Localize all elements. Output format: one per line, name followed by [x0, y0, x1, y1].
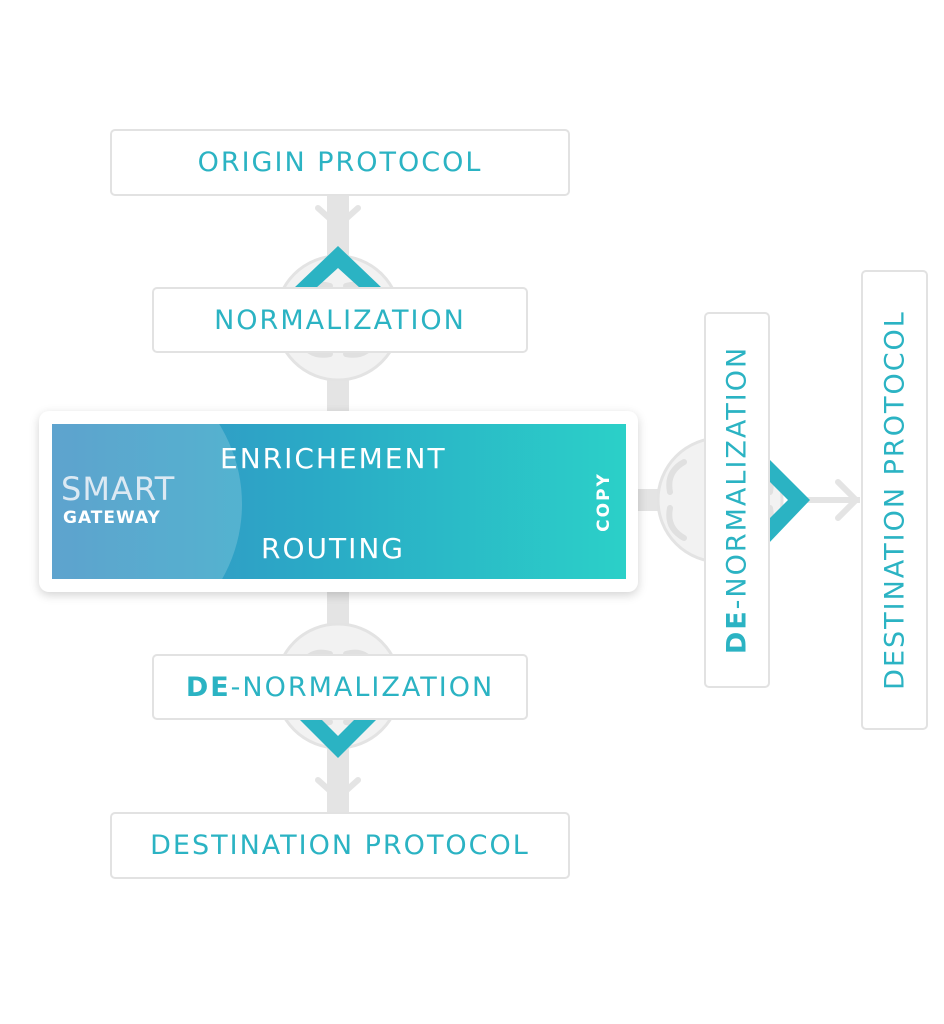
up-chevron-icon	[294, 246, 382, 288]
side-denormalization-rest: -NORMALIZATION	[721, 345, 753, 610]
denormalization-label: DE-NORMALIZATION	[186, 672, 494, 703]
enrichment-label: ENRICHEMENT	[220, 442, 447, 475]
normalization-label: NORMALIZATION	[214, 304, 466, 336]
side-destination-protocol-box: DESTINATION PROTOCOL	[861, 270, 928, 730]
destination-protocol-label: DESTINATION PROTOCOL	[150, 830, 530, 861]
normalization-box: NORMALIZATION	[152, 287, 528, 353]
origin-protocol-label: ORIGIN PROTOCOL	[197, 147, 483, 178]
side-denormalization-box: DE-NORMALIZATION	[704, 312, 770, 688]
smart-gateway-core: SMART GATEWAY ENRICHEMENT ROUTING COPY	[52, 424, 626, 579]
gateway-label: GATEWAY	[63, 508, 161, 528]
denormalization-box: DE-NORMALIZATION	[152, 654, 528, 720]
right-chevron-icon	[768, 458, 810, 544]
denormalization-rest: -NORMALIZATION	[230, 671, 495, 703]
side-denormalization-label: DE-NORMALIZATION	[722, 346, 753, 654]
gateway-circle-decoration	[52, 424, 242, 579]
routing-label: ROUTING	[261, 532, 405, 565]
down-chevron-icon	[294, 714, 382, 758]
smart-label: SMART	[61, 470, 176, 508]
copy-label: COPY	[594, 472, 614, 532]
destination-protocol-box: DESTINATION PROTOCOL	[110, 812, 570, 879]
side-denormalization-prefix: DE	[721, 609, 753, 655]
denormalization-prefix: DE	[185, 671, 231, 703]
side-destination-protocol-label: DESTINATION PROTOCOL	[879, 310, 910, 690]
origin-protocol-box: ORIGIN PROTOCOL	[110, 129, 570, 196]
